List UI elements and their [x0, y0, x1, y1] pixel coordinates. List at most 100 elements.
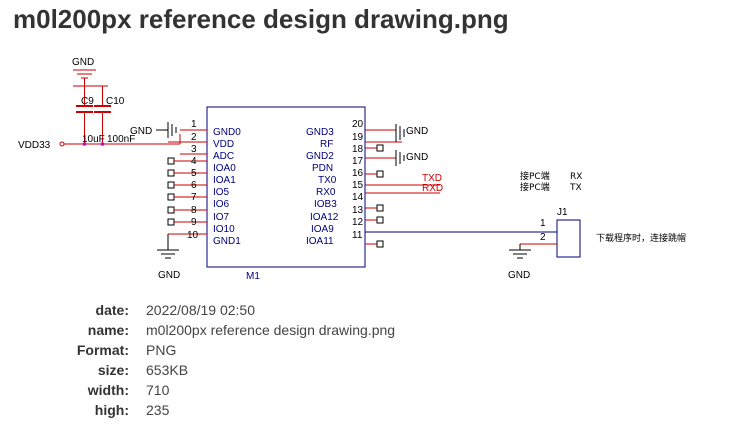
note-tx: TX: [569, 183, 582, 193]
vdd33-label: VDD33: [18, 140, 51, 151]
pin-16-num: 16: [352, 168, 364, 179]
pin-13-num: 13: [352, 205, 364, 216]
pin-6: 6 IO5: [167, 180, 230, 198]
pin-13: 13 IOA12: [310, 204, 384, 223]
pin-16-name: TX0: [318, 175, 337, 186]
pin-9-num: 9: [191, 217, 197, 228]
gnd-symbol-pin19: [395, 124, 405, 142]
pin-3-num: 3: [191, 144, 197, 155]
pin-17-name: PDN: [312, 163, 333, 174]
pin-15-num: 15: [352, 180, 364, 191]
pin-11-num: 11: [352, 230, 363, 241]
pin-20-name: GND3: [306, 127, 334, 138]
rxd-label: RXD: [422, 183, 443, 194]
note-rx-cn: 接PC端: [520, 170, 550, 182]
note-tx-cn: 接PC端: [520, 181, 550, 193]
meta-row-format: Format: PNG: [0, 340, 420, 360]
gnd-label-bottom-right: GND: [508, 270, 530, 281]
pin-3: 3 ADC: [180, 144, 234, 162]
pin-7: 7 IO6: [167, 192, 230, 210]
schematic-image: GND C9 C10 10uF 100nF VDD33 GND M1 1: [10, 50, 720, 285]
meta-value-size: 653KB: [146, 362, 189, 378]
meta-row-size: size: 653KB: [0, 360, 420, 380]
pin-14: 14 IOB3: [314, 192, 440, 210]
pin-5: 5 IOA1: [167, 168, 236, 186]
pin-15-name: RX0: [316, 187, 336, 198]
meta-value-high: 235: [146, 402, 170, 418]
pin-2-name: VDD: [213, 139, 234, 150]
pin-9-name: IO10: [213, 224, 235, 235]
meta-key-size: size:: [97, 362, 129, 378]
connector-j1-pin1: 1: [540, 218, 546, 229]
pin-17: 17 PDN: [312, 156, 396, 174]
pin-15: 15 RX0: [316, 180, 440, 198]
pin-19-name: RF: [320, 139, 333, 150]
pin-6-name: IO5: [213, 187, 230, 198]
pin-12-name: IOA9: [311, 224, 334, 235]
pin-1: 1 GND0: [180, 119, 241, 138]
txd-label: TXD: [422, 173, 442, 184]
pin-12-num: 12: [352, 217, 364, 228]
pin-3-name: ADC: [213, 151, 234, 162]
pin-20: 20 GND3: [306, 119, 396, 138]
connector-j1-body: [556, 219, 581, 258]
pin-10-num: 10: [187, 230, 199, 241]
pin-4-name: IOA0: [213, 163, 236, 174]
module-right-pins: 20 GND3 19 RF 18 GND2 17 PDN 16 TX0 15: [306, 119, 551, 248]
pin-20-num: 20: [352, 119, 364, 130]
pin-5-name: IOA1: [213, 175, 236, 186]
module-m1-body: [206, 106, 366, 268]
gnd-symbol-bottom-right: [509, 244, 531, 259]
gnd-symbol-pin17: [395, 150, 405, 166]
pin-17-num: 17: [352, 156, 364, 167]
pin-9: 9 IO10: [167, 217, 235, 235]
pin-18: 18 GND2: [306, 144, 384, 162]
meta-key-date: date:: [95, 302, 129, 318]
pin-4-num: 4: [191, 156, 197, 167]
note-rx: RX: [570, 172, 582, 182]
meta-value-name: m0l200px reference design drawing.png: [146, 322, 396, 338]
meta-value-date: 2022/08/19 02:50: [146, 302, 255, 318]
meta-key-width: width:: [87, 382, 129, 398]
c10-value: 100nF: [107, 134, 135, 145]
pin-11-name: IOA11: [306, 236, 334, 247]
junction-c9: [82, 142, 87, 146]
pin-2: 2 VDD: [168, 132, 234, 150]
junction-c10: [100, 142, 105, 146]
gnd-symbol-top: [73, 69, 96, 86]
connector-j1-ref: J1: [557, 207, 568, 218]
c9-ref: C9: [81, 96, 94, 107]
meta-key-format: Format:: [76, 342, 129, 358]
pin-4: 4 IOA0: [167, 156, 236, 174]
pin-10-name: GND1: [213, 236, 241, 247]
meta-key-name: name:: [87, 322, 129, 338]
pin-1-name: GND0: [213, 127, 241, 138]
gnd-symbol-pin1: [156, 122, 177, 138]
meta-value-format: PNG: [146, 342, 177, 358]
pin-19-num: 19: [352, 132, 364, 143]
pin-14-num: 14: [352, 192, 364, 203]
gnd-symbol-bottom-left: [157, 234, 179, 259]
pin-10: 10 GND1: [168, 230, 241, 247]
module-m1-ref: M1: [246, 271, 260, 282]
pin-13-name: IOA12: [310, 212, 339, 223]
gnd-label-pin19: GND: [406, 126, 428, 137]
pin-12: 12 IOA9: [311, 216, 384, 235]
meta-row-date: date: 2022/08/19 02:50: [0, 300, 420, 320]
pin-6-num: 6: [191, 180, 197, 191]
pin-2-num: 2: [191, 132, 197, 143]
schematic-drawing: GND C9 C10 10uF 100nF VDD33 GND M1 1: [18, 57, 686, 282]
gnd-label-pin17: GND: [406, 152, 428, 163]
pin-18-num: 18: [352, 144, 364, 155]
gnd-label-pin1: GND: [130, 126, 152, 137]
c10-ref: C10: [106, 96, 125, 107]
meta-row-name: name: m0l200px reference design drawing.…: [0, 320, 420, 340]
capacitor-c9: [73, 85, 108, 144]
connector-j1-pin2: 2: [540, 232, 546, 243]
meta-key-high: high:: [94, 402, 129, 418]
pin-16: 16 TX0: [318, 168, 384, 186]
c9-value: 10uF: [82, 134, 105, 145]
pin-8: 8 IO7: [167, 205, 230, 223]
pin-7-name: IO6: [213, 199, 230, 210]
pin-14-name: IOB3: [314, 199, 337, 210]
